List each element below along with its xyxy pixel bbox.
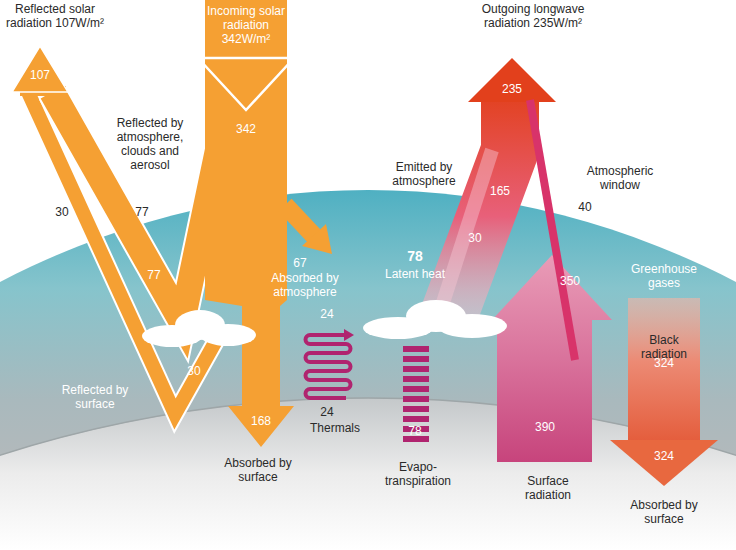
evapotranspiration-stripe <box>403 376 429 382</box>
evapotranspiration-stripe <box>403 416 429 422</box>
flow-label: Outgoing longwave radiation 235W/m² <box>473 2 593 30</box>
incoming-arrow-outline <box>198 58 294 110</box>
reflected-arrow-head <box>12 46 68 92</box>
flow-label: Incoming solar radiation 342W/m² <box>200 4 292 46</box>
cloud-puff <box>437 314 507 338</box>
flow-label: Greenhouse gases <box>622 262 706 290</box>
flow-label: Reflected by atmosphere, clouds and aero… <box>100 116 200 173</box>
back-radiation-head <box>610 440 718 486</box>
reflected-atmosphere-arrow <box>52 92 218 322</box>
flow-label: Absorbed by surface <box>212 456 304 484</box>
flow-label: 40 <box>570 200 600 214</box>
flow-label: 30 <box>181 364 207 378</box>
reflected-surface-arrow <box>28 92 222 414</box>
evapotranspiration-stripe <box>403 356 429 362</box>
evapotranspiration-stripe <box>403 396 429 402</box>
cloud-left <box>142 310 256 347</box>
outgoing-arrow-head <box>468 58 556 102</box>
flow-label: 324 <box>644 449 684 463</box>
incoming-solar-column <box>205 0 294 447</box>
evapotranspiration-stripe <box>403 366 429 372</box>
flow-label: Emitted by atmosphere <box>387 160 461 188</box>
flow-label: 67 <box>285 256 315 270</box>
flow-label: 24 <box>312 307 342 321</box>
reflected-atmosphere-outline <box>52 92 218 322</box>
flow-label: Thermals <box>300 421 370 435</box>
cloud-puff <box>200 324 256 346</box>
flow-label: 78 <box>395 248 435 265</box>
flow-label: 78 <box>400 424 430 438</box>
flow-label: 235 <box>492 82 532 96</box>
earth-surface <box>0 398 736 550</box>
flow-label: 30 <box>47 205 77 219</box>
flow-label: Absorbed by surface <box>624 498 704 526</box>
absorbed-atmosphere-head <box>302 224 332 254</box>
flow-label: Atmospheric window <box>578 164 662 192</box>
thermals-arrow-head <box>344 329 354 341</box>
reflected-surface-outline <box>28 92 222 414</box>
thermals-coil <box>306 329 354 398</box>
cloud-center <box>363 300 507 339</box>
flow-label: 77 <box>127 205 157 219</box>
flow-label: Surface radiation <box>508 474 588 502</box>
flow-label: 30 <box>460 231 490 245</box>
atmospheric-window-arrow <box>530 100 575 360</box>
evapotranspiration-stripe <box>403 386 429 392</box>
back-radiation-shaft <box>628 298 700 441</box>
flow-label: Absorbed by atmosphere <box>253 271 357 299</box>
flow-label: Latent heat <box>375 267 455 281</box>
reflected-solar-arrows <box>28 92 222 414</box>
flow-label: 165 <box>482 184 518 198</box>
flow-label: 77 <box>139 268 169 282</box>
flow-label: 390 <box>525 420 565 434</box>
flow-label: 342 <box>226 122 266 136</box>
flow-label: 350 <box>552 274 588 288</box>
flow-label: 24 <box>312 405 342 419</box>
surface-radiation-arrow <box>492 255 612 462</box>
flow-label: Reflected solar radiation 107W/m² <box>5 2 105 30</box>
thermals-coil-path <box>306 335 351 398</box>
evapotranspiration-stripe <box>403 406 429 412</box>
evapotranspiration-stripe <box>403 346 429 352</box>
flow-label: 107 <box>20 68 60 82</box>
flow-label: 324 <box>644 356 684 370</box>
flow-label: 168 <box>241 414 281 428</box>
flow-label: Evapo- transpiration <box>378 460 458 488</box>
flow-label: Reflected by surface <box>50 383 140 411</box>
absorbed-atmosphere-arrow <box>285 205 316 238</box>
